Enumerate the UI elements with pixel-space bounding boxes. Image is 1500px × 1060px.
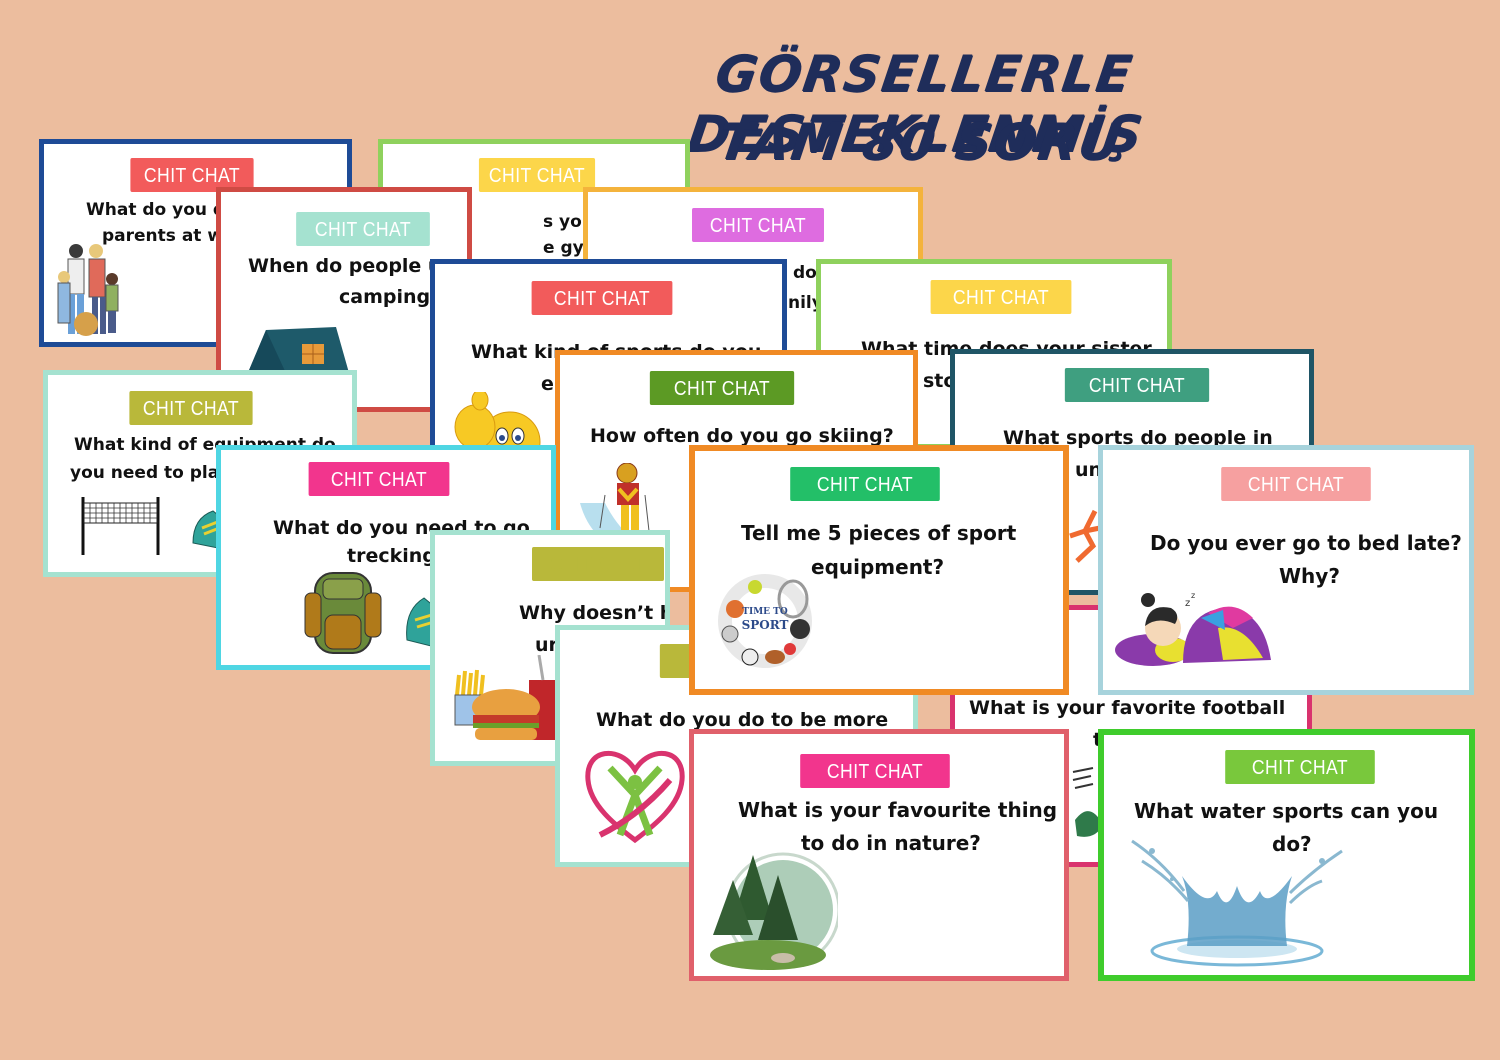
fast-food-icon — [454, 655, 559, 740]
chit-chat-label: CHIT CHAT — [692, 208, 824, 242]
runner-icon — [1069, 509, 1101, 563]
svg-text:z: z — [1185, 598, 1190, 609]
card-bed-late: CHIT CHAT Do you ever go to bed late? Wh… — [1098, 445, 1474, 695]
chit-chat-label: CHIT CHAT — [1064, 368, 1210, 402]
sport-logo-text-2: SPORT — [741, 618, 789, 632]
sport-logo-text-1: TIME TO — [742, 607, 788, 617]
question-line-1: s yo — [543, 212, 582, 232]
question-line-2: un — [1075, 459, 1103, 481]
question-line-2: e gy — [543, 238, 584, 258]
question-line-2: ur — [535, 634, 558, 656]
question-line-2: parents at w — [102, 226, 224, 246]
question-line-1: What do you d — [86, 200, 226, 220]
chit-chat-label: CHIT CHAT — [130, 158, 254, 192]
question-line-2: you need to play — [70, 463, 230, 483]
question-line-1: When do people u — [248, 255, 442, 277]
family-icon — [57, 244, 119, 336]
chit-chat-label: CHIT CHAT — [531, 281, 673, 315]
chit-chat-label: CHIT CHAT — [296, 212, 430, 246]
question-line-2: do? — [1272, 832, 1312, 856]
chit-chat-label: CHIT CHAT — [308, 462, 450, 496]
question-line-1: What is your favourite thing — [738, 798, 1058, 822]
volleyball-net-icon — [81, 497, 160, 555]
question-line-1: What do you do to be more — [596, 709, 889, 731]
forest-icon — [710, 852, 838, 970]
question-line-1: What water sports can you — [1134, 799, 1439, 823]
heart-fitness-icon — [585, 751, 685, 844]
question-line-2: t — [1093, 724, 1102, 756]
question-line-2: to do in nature? — [801, 831, 981, 855]
chit-chat-label: CHIT CHAT — [1225, 750, 1375, 784]
sport-equipment-icon: TIME TO SPORT — [715, 569, 815, 669]
chit-chat-label: CHIT CHAT — [800, 754, 950, 788]
card-water: CHIT CHAT What water sports can you do? — [1098, 729, 1475, 981]
card-nature: CHIT CHAT What is your favourite thing t… — [689, 729, 1069, 981]
chit-chat-label: CHIT CHAT — [930, 280, 1072, 314]
chit-chat-label: CHIT CHAT — [790, 467, 940, 501]
question-line-1: Tell me 5 pieces of sport — [741, 521, 1017, 545]
question-line-2: equipment? — [811, 555, 945, 579]
sleeping-girl-icon: zz — [1115, 591, 1271, 666]
question-line-1: What sports do people in — [1003, 427, 1273, 449]
chit-chat-label: CHIT CHAT — [129, 391, 253, 425]
question-line-2: e — [541, 373, 554, 395]
question-line-1: Do you ever go to bed late? — [1150, 531, 1462, 555]
question-line-1: do — [793, 263, 817, 283]
question-line-2: nily — [788, 293, 823, 313]
chit-chat-label: CHIT CHAT — [532, 547, 664, 581]
question-line-1: Why doesn’t he e — [519, 602, 665, 624]
question-line-2: trecking — [347, 545, 436, 567]
card-equipment-5: CHIT CHAT Tell me 5 pieces of sport equi… — [689, 445, 1069, 695]
svg-text:z: z — [1191, 591, 1195, 600]
footballer-icon — [1072, 767, 1103, 837]
question-line-2: sto — [923, 370, 957, 392]
question-line-1: How often do you go skiing? — [590, 425, 894, 447]
question-line-1: What is your favorite football — [969, 697, 1286, 719]
chit-chat-label: CHIT CHAT — [478, 158, 596, 192]
question-line-2: camping? — [339, 286, 442, 308]
water-splash-icon — [1131, 839, 1343, 967]
chit-chat-label: CHIT CHAT — [1221, 467, 1371, 501]
backpack-icon — [304, 572, 382, 654]
chit-chat-label: CHIT CHAT — [649, 371, 795, 405]
question-line-2: Why? — [1279, 564, 1340, 588]
